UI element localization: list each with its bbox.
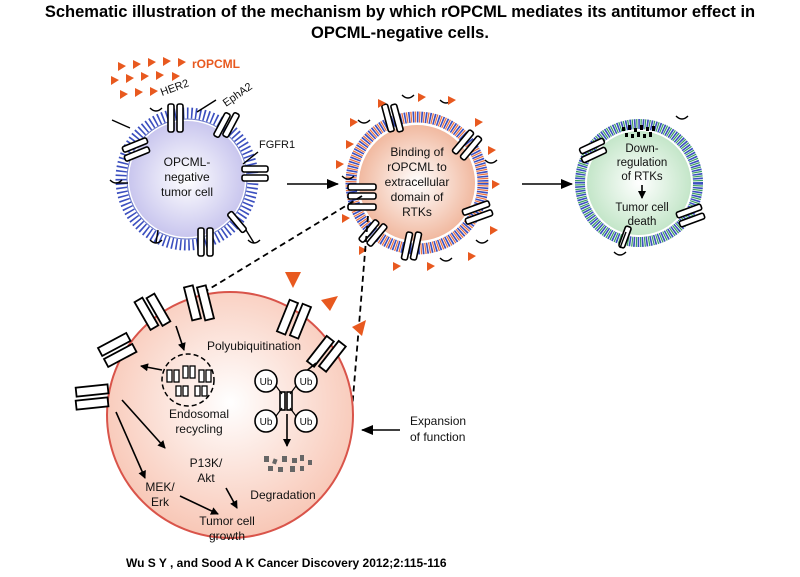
cell1-label-line3: tumor cell [161, 185, 213, 199]
citation: Wu S Y , and Sood A K Cancer Discovery 2… [126, 556, 447, 570]
ub-label-1: Ub [260, 377, 273, 388]
cell3-label-line4: Tumor cell [615, 202, 668, 214]
cell3-label-line3: of RTKs [621, 171, 663, 183]
cell-downregulation: Down- regulation of RTKs Tumor cell deat… [575, 115, 706, 256]
cell3-cytoplasm [587, 131, 691, 235]
title-line-2: OPCML-negative cells. [311, 24, 489, 42]
ropcml-ligand-cluster [111, 57, 186, 99]
endosomal-label-line1: Endosomal [169, 407, 229, 421]
cell2-cytoplasm [359, 125, 475, 241]
degradation-fragments [264, 455, 312, 472]
cell1-label-line2: negative [164, 170, 210, 184]
ub-label-4: Ub [300, 417, 313, 428]
growth-label-line1: Tumor cell [199, 514, 255, 528]
cell2-label-line4: domain of [391, 190, 444, 204]
degradation-label: Degradation [250, 488, 315, 502]
cell-binding: Binding of rOPCML to extracellular domai… [336, 93, 500, 271]
figure-title: Schematic illustration of the mechanism … [0, 2, 800, 44]
zoom-cell-body [106, 291, 354, 539]
cell3-label-line5: death [628, 216, 657, 228]
p13k-label-line2: Akt [197, 471, 215, 485]
cell1-cytoplasm [129, 121, 245, 237]
fgfr1-label: FGFR1 [259, 139, 295, 151]
expansion-label-line1: Expansion [410, 414, 466, 428]
epha2-label: EphA2 [221, 81, 255, 110]
cell2-label-line5: RTKs [402, 205, 432, 219]
mek-label-line2: Erk [151, 495, 170, 509]
zoom-line-right [351, 215, 369, 411]
title-line-1: Schematic illustration of the mechanism … [44, 3, 756, 21]
growth-label-line2: growth [209, 529, 245, 543]
receptor-fgfr1 [241, 165, 269, 173]
cell1-label-line1: OPCML- [164, 155, 211, 169]
mek-label-line1: MEK/ [145, 480, 175, 494]
ub-label-3: Ub [260, 417, 273, 428]
cell3-membrane [575, 119, 703, 247]
degraded-rtk-fragments [622, 125, 655, 138]
endosomal-label-line2: recycling [175, 422, 222, 436]
p13k-label-line1: P13K/ [190, 456, 223, 470]
ub-label-2: Ub [300, 377, 313, 388]
cell2-label-line1: Binding of [390, 145, 444, 159]
cell3-label-line1: Down- [625, 143, 658, 155]
zoomed-cell: Polyubiquitination Ub Ub Ub Ub [74, 272, 366, 543]
cell2-label-line2: rOPCML to [387, 160, 447, 174]
receptor-epha2 [213, 112, 231, 138]
ubiquitin-cluster: Ub Ub Ub Ub [254, 369, 318, 433]
cell-opcml-negative: OPCML- negative tumor cell HER2 EphA2 FG… [109, 78, 295, 257]
ropcml-label: rOPCML [192, 57, 240, 71]
cell3-label-line2: regulation [617, 157, 668, 169]
expansion-label-line2: of function [410, 430, 465, 444]
cell2-label-line3: extracellular [385, 175, 450, 189]
receptor-her2 [167, 103, 175, 133]
endosome-circle [161, 353, 215, 407]
her2-label: HER2 [159, 78, 191, 99]
polyubiquitination-label: Polyubiquitination [207, 339, 301, 353]
zoom-line-left [205, 195, 363, 292]
